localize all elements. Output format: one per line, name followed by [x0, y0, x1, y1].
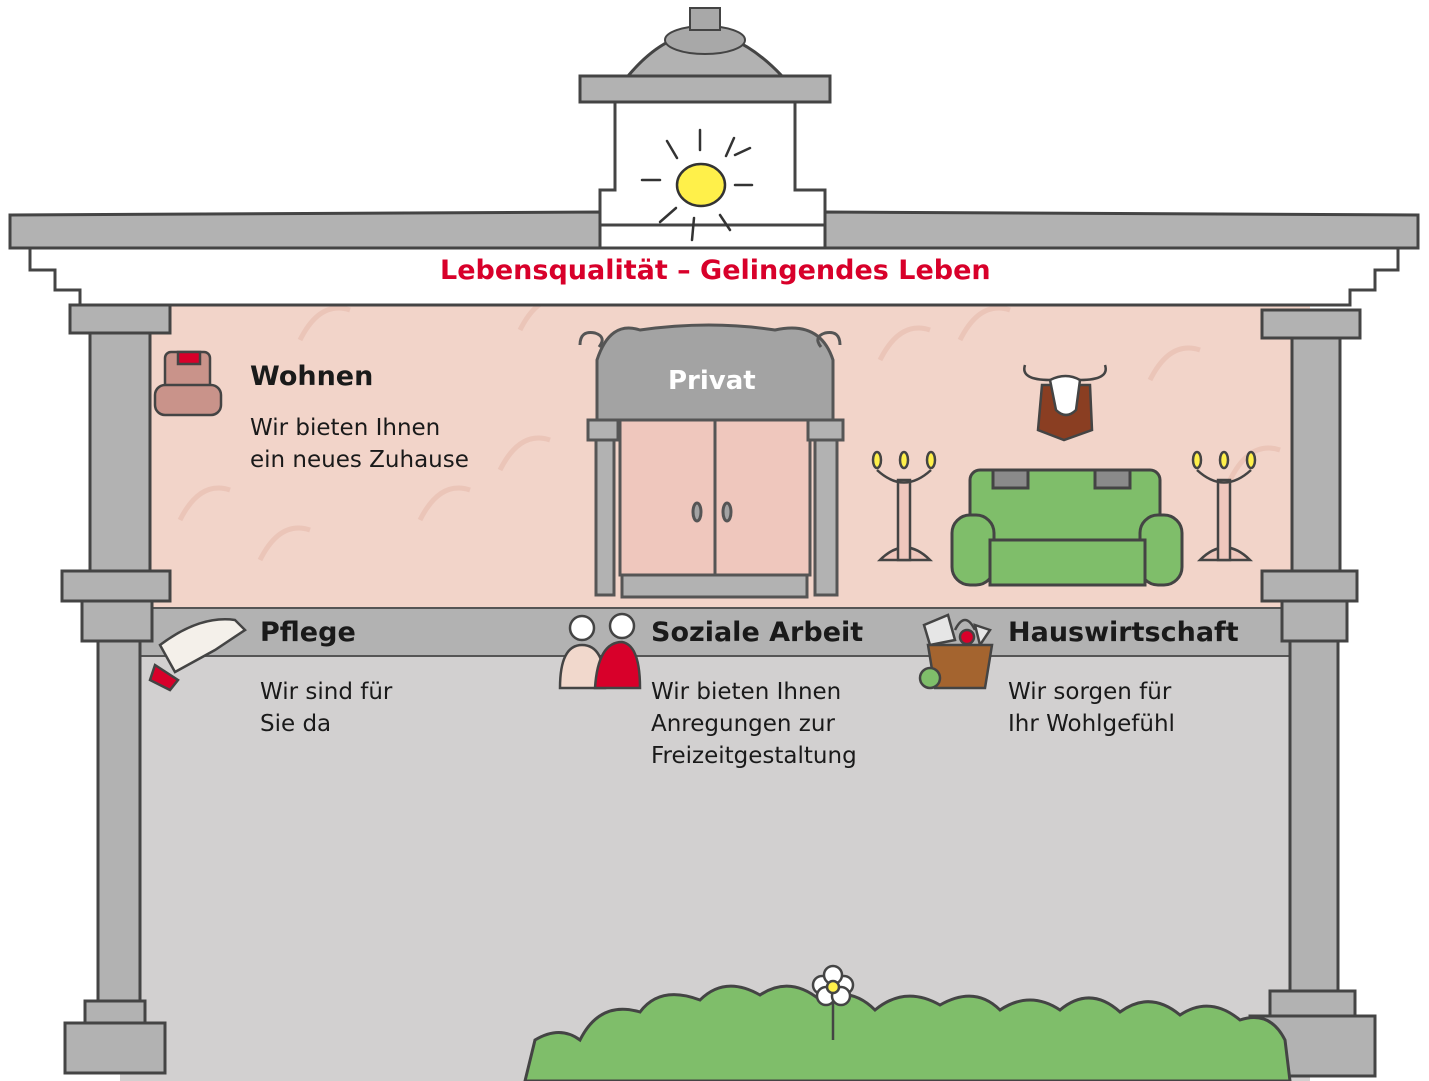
pflege-text-line1: Wir sind für [260, 679, 393, 705]
sun-icon [640, 128, 754, 242]
cornice [8, 210, 1420, 307]
flower-icon [811, 964, 855, 1040]
private-door [578, 323, 845, 599]
candelabra-icon [1191, 450, 1257, 562]
people-icon [558, 612, 642, 690]
hauswirtschaft-text-line1: Wir sorgen für [1008, 679, 1172, 705]
hauswirtschaft-title[interactable]: Hauswirtschaft [1008, 617, 1239, 648]
wohnen-text-line2: ein neues Zuhause [250, 447, 469, 473]
wohnen-text-line1: Wir bieten Ihnen [250, 415, 441, 441]
pflege-title[interactable]: Pflege [260, 617, 356, 648]
soziale-arbeit-text-line2: Anregungen zur [651, 711, 835, 737]
soziale-arbeit-text-line3: Freizeitgestaltung [651, 743, 857, 769]
motto-title: Lebensqualität – Gelingendes Leben [440, 255, 991, 286]
pflege-text-line2: Sie da [260, 711, 332, 737]
basket-icon [918, 613, 994, 690]
hands-icon [148, 618, 247, 692]
candelabra-icon [871, 450, 937, 562]
bull-head-icon [1023, 364, 1107, 442]
armchair-icon [153, 350, 223, 417]
wohnen-title[interactable]: Wohnen [250, 361, 374, 392]
sofa-icon [950, 468, 1184, 587]
private-label: Privat [668, 366, 756, 396]
hauswirtschaft-text-line2: Ihr Wohlgefühl [1008, 711, 1175, 737]
tower [578, 7, 832, 227]
left-column [60, 303, 172, 1075]
soziale-arbeit-text-line1: Wir bieten Ihnen [651, 679, 842, 705]
soziale-arbeit-title[interactable]: Soziale Arbeit [651, 617, 864, 648]
bush-icon [523, 984, 1292, 1081]
